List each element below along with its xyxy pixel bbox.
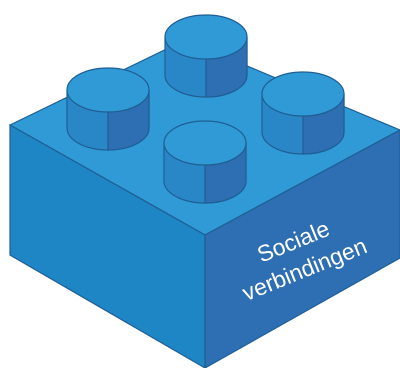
brick-side-face — [204, 129, 400, 368]
stud-back — [164, 14, 248, 98]
stud-right — [261, 71, 345, 155]
stud-left — [66, 67, 150, 151]
brick-front-face — [9, 123, 206, 368]
stud-front — [163, 120, 247, 204]
